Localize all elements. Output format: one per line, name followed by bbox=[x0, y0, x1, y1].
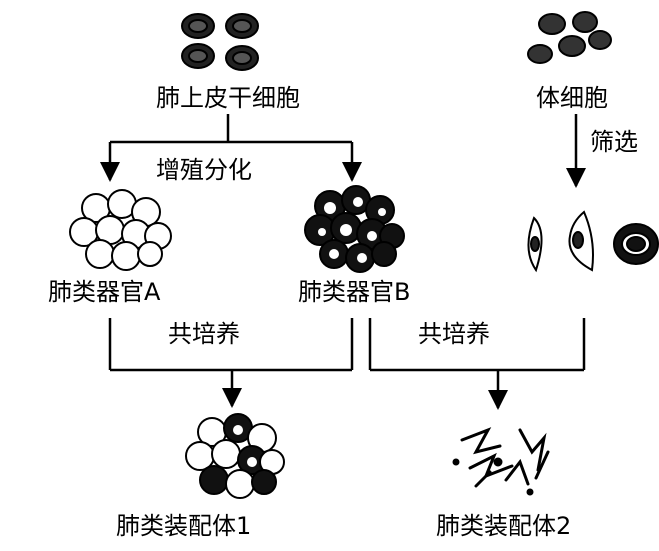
label-coculture-2: 共培养 bbox=[418, 320, 490, 348]
assembloid-1-icon bbox=[185, 413, 285, 499]
label-assembloid-1: 肺类装配体1 bbox=[116, 512, 252, 540]
label-assembloid-2: 肺类装配体2 bbox=[436, 512, 572, 540]
coculture-1-bracket bbox=[108, 318, 354, 408]
organoid-b-icon bbox=[304, 185, 405, 273]
coculture-2-bracket bbox=[368, 318, 586, 410]
assembloid-2-icon bbox=[452, 427, 550, 496]
label-screening: 筛选 bbox=[590, 128, 638, 156]
proliferation-branch bbox=[100, 114, 362, 182]
somatic-cell-cluster-icon bbox=[527, 11, 612, 64]
stem-cell-cluster-icon bbox=[181, 13, 259, 71]
label-lung-stem-cells: 肺上皮干细胞 bbox=[156, 84, 300, 112]
label-somatic-cells: 体细胞 bbox=[536, 84, 608, 112]
label-organoid-b: 肺类器官B bbox=[298, 278, 411, 306]
label-coculture-1: 共培养 bbox=[168, 320, 240, 348]
organoid-a-icon bbox=[69, 189, 172, 271]
label-proliferation: 增殖分化 bbox=[156, 156, 252, 184]
label-organoid-a: 肺类器官A bbox=[48, 278, 161, 306]
screened-cells-icon bbox=[527, 210, 659, 273]
